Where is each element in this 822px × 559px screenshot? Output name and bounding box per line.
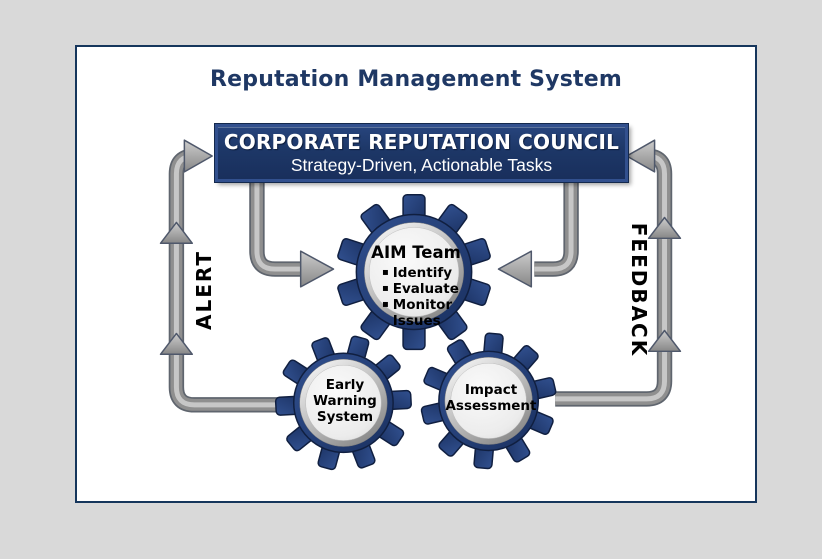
aim-bullet-item: ▪ Evaluate xyxy=(382,281,476,297)
council-box: CORPORATE REPUTATION COUNCIL Strategy-Dr… xyxy=(214,123,629,183)
diagram-card: Reputation Management System CORPORATE R… xyxy=(75,45,757,503)
alert-up-arrowhead-bottom-icon xyxy=(159,332,194,356)
aim-bullet-item: ▪ Identify xyxy=(382,265,476,281)
left-inner-arrowhead-icon xyxy=(299,250,335,288)
bullet-icon: ▪ xyxy=(382,267,389,278)
feedback-up-arrowhead-top-icon xyxy=(647,216,682,240)
gear-early-warning-icon xyxy=(274,335,412,471)
aim-bullet-item: ▪ Monitor Issues xyxy=(382,297,476,329)
aim-bullet-text: Evaluate xyxy=(392,281,459,297)
gear-aim-face xyxy=(369,227,459,317)
gear-early-warning-text: Early Warning System xyxy=(313,377,377,425)
alert-flow-label: ALERT xyxy=(192,249,216,331)
page-title: Reputation Management System xyxy=(210,67,622,92)
gear-impact-face xyxy=(450,362,527,439)
alert-into-council-arrowhead-icon xyxy=(183,139,213,173)
feedback-into-council-arrowhead-icon xyxy=(626,139,656,173)
alert-up-arrowhead-top-icon xyxy=(159,221,194,245)
council-subtitle: Strategy-Driven, Actionable Tasks xyxy=(290,155,553,175)
right-inner-pipe-body xyxy=(534,181,571,269)
aim-bullet-text: Monitor Issues xyxy=(392,297,453,329)
gear-aim-label: AIM Team ▪ Identify ▪ Evaluate ▪ Monitor… xyxy=(356,244,476,329)
right-inner-arrowhead-icon xyxy=(497,250,533,288)
feedback-up-arrowhead-bottom-icon xyxy=(647,329,682,353)
gear-impact-label: Impact Assessment xyxy=(439,382,543,414)
gear-impact-icon xyxy=(420,332,557,470)
diagram-canvas xyxy=(159,139,682,471)
gear-impact-text: Impact Assessment xyxy=(445,382,537,414)
aim-bullet-text: Identify xyxy=(392,265,452,281)
aim-team-title: AIM Team xyxy=(371,243,461,262)
council-to-aim-right-pipe xyxy=(534,181,571,269)
left-inner-pipe-edge xyxy=(257,181,303,269)
aim-bullet-list: ▪ Identify ▪ Evaluate ▪ Monitor Issues xyxy=(382,265,476,329)
gear-early-warning-label: Early Warning System xyxy=(297,377,393,425)
bullet-icon: ▪ xyxy=(382,283,389,294)
council-to-aim-left-pipe xyxy=(257,181,303,269)
council-title: CORPORATE REPUTATION COUNCIL xyxy=(223,130,620,154)
bullet-icon: ▪ xyxy=(382,299,389,310)
feedback-flow-label: FEEDBACK xyxy=(627,222,651,358)
gear-aim-icon xyxy=(337,193,491,351)
gear-early-warning-face xyxy=(305,364,382,441)
